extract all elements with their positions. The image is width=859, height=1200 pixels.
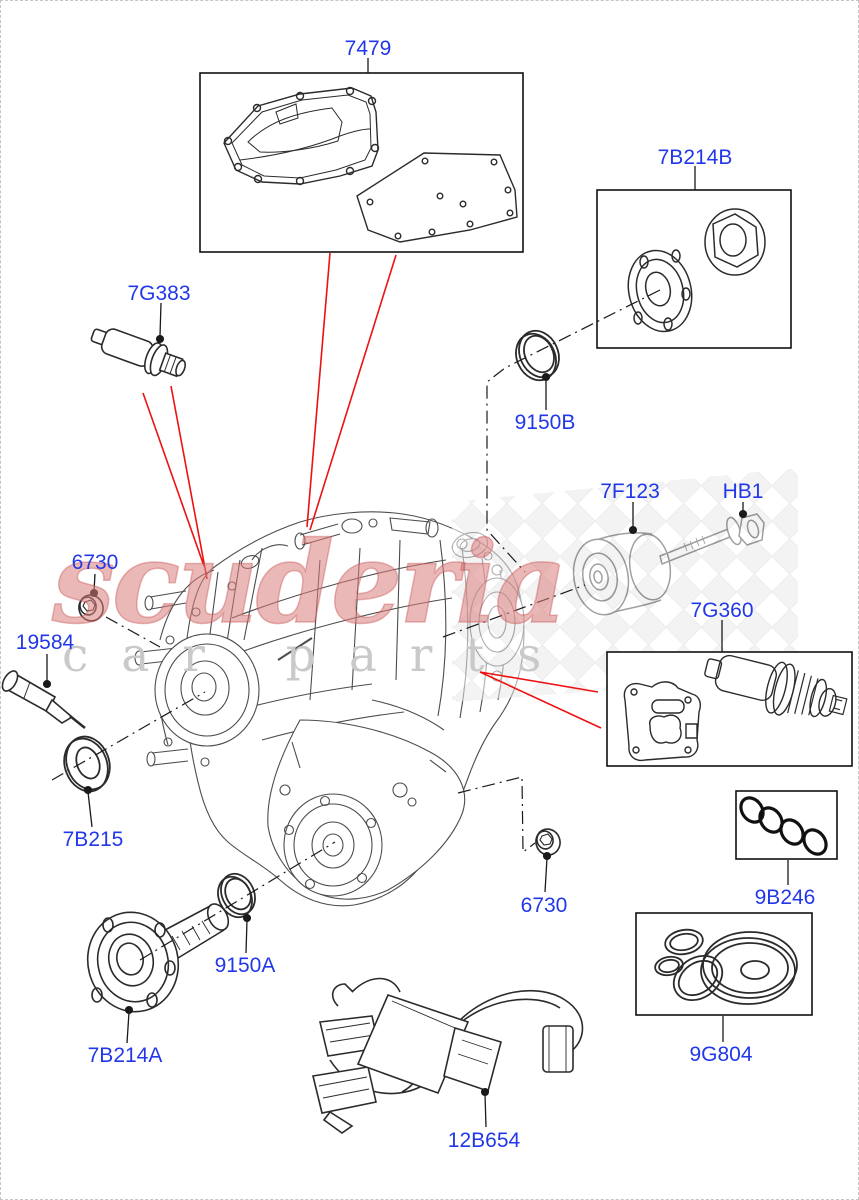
pin-19584-drawing bbox=[1, 670, 86, 729]
part-label-7G360[interactable]: 7G360 bbox=[690, 599, 754, 622]
part-label-7B214B[interactable]: 7B214B bbox=[657, 146, 733, 169]
part-label-HB1[interactable]: HB1 bbox=[722, 480, 764, 503]
oring-kit-9B246-box bbox=[735, 790, 838, 860]
transfer-case-drawing bbox=[134, 511, 525, 907]
solenoid-7G383-drawing bbox=[90, 328, 187, 378]
part-label-6730-upper[interactable]: 6730 bbox=[71, 551, 119, 574]
red-locator-lines bbox=[142, 252, 602, 729]
part-label-7B214A[interactable]: 7B214A bbox=[87, 1044, 163, 1067]
seal-9150B-drawing bbox=[515, 329, 560, 382]
plug-6730-lower-drawing bbox=[535, 828, 561, 856]
gasket-kit-7479-box bbox=[199, 72, 524, 253]
harness-12B654-drawing bbox=[312, 977, 584, 1134]
part-label-7479[interactable]: 7479 bbox=[344, 37, 392, 60]
part-label-7F123[interactable]: 7F123 bbox=[600, 480, 660, 503]
solenoid-kit-7G360-box bbox=[606, 651, 853, 767]
flange-kit-7B214B-box bbox=[596, 189, 792, 349]
seal-kit-9G804-box bbox=[635, 912, 813, 1016]
part-label-12B654[interactable]: 12B654 bbox=[447, 1129, 521, 1152]
part-label-7G383[interactable]: 7G383 bbox=[127, 282, 191, 305]
part-label-9150B[interactable]: 9150B bbox=[514, 411, 576, 434]
part-label-7B215[interactable]: 7B215 bbox=[62, 828, 124, 851]
assembly-axis-lines bbox=[51, 289, 661, 961]
part-label-9G804[interactable]: 9G804 bbox=[689, 1043, 753, 1066]
part-label-19584[interactable]: 19584 bbox=[15, 631, 75, 654]
plug-6730-upper-drawing bbox=[78, 594, 104, 622]
label-leader-lines bbox=[42, 58, 789, 1128]
part-label-9150A[interactable]: 9150A bbox=[214, 954, 276, 977]
checkered-flag-watermark bbox=[452, 468, 798, 702]
part-label-6730-lower[interactable]: 6730 bbox=[520, 894, 568, 917]
flange-7B214A-drawing bbox=[86, 903, 230, 1013]
part-label-9B246[interactable]: 9B246 bbox=[754, 886, 816, 909]
